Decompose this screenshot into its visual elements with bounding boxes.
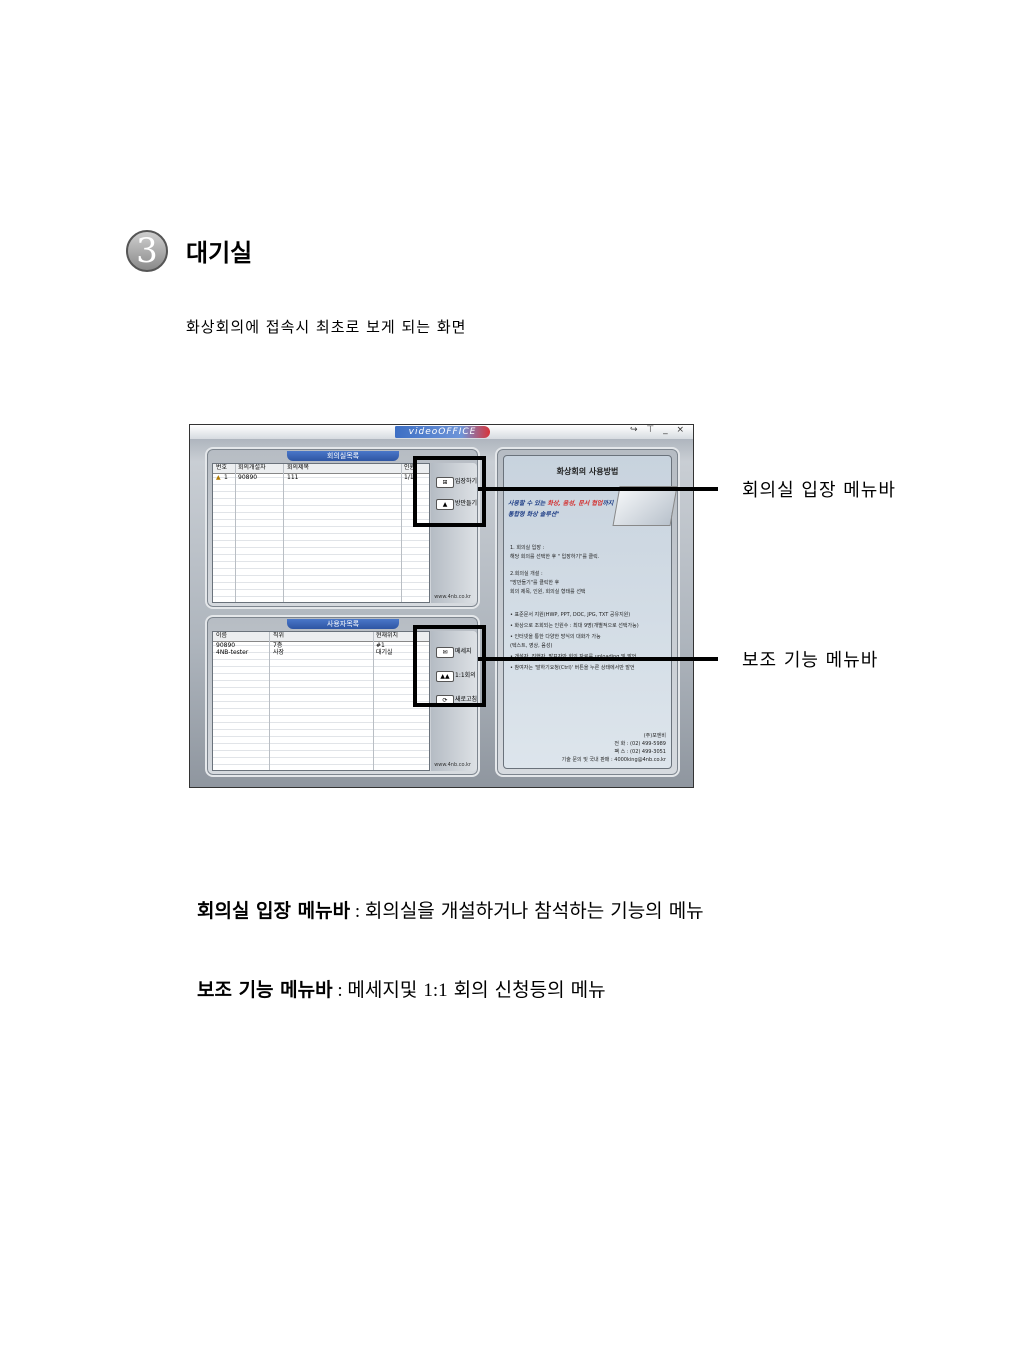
create-room-icon[interactable]: ▲ (436, 499, 454, 510)
row-number: 1 (224, 474, 228, 481)
lobby-screenshot: videoOFFICE ↪ ⊤ _ × 회의실목록 번호 회의개설자 회의제목 … (189, 424, 694, 788)
contact-email: 기술 문의 및 국내 판매 : 4000king@4nb.co.kr (561, 757, 666, 763)
help-line: "방만들기"를 클릭한 후 (510, 580, 560, 586)
row-creator: 90890 (238, 474, 258, 481)
message-icon[interactable]: ✉ (436, 647, 454, 658)
slogan-highlight: 화상, 음성, 문서 협업 (547, 500, 603, 507)
help-line: 2.회의실 개설 : (510, 571, 543, 577)
col-creator[interactable]: 회의개설자 (238, 464, 266, 471)
help-panel: 화상회의 사용방법 사용할 수 있는 화상, 음성, 문서 협업까지 통합형 화… (495, 447, 680, 777)
entry-callout-line (478, 487, 718, 491)
row-location: 대기실 (376, 649, 393, 656)
one-on-one-button[interactable]: 1:1회의 (455, 672, 476, 679)
row-name: 4NB-tester (216, 649, 249, 656)
slogan-part: 사용할 수 있는 (508, 500, 548, 507)
room-list-table[interactable]: 번호 회의개설자 회의제목 인원 ▲ 1 90890 111 1/10 (212, 463, 430, 603)
description-text: 회의실을 개설하거나 참석하는 기능의 메뉴 (364, 900, 704, 922)
window-titlebar: videoOFFICE ↪ ⊤ _ × (190, 425, 693, 439)
entry-menubar-callout: 회의실 입장 메뉴바 (742, 480, 896, 501)
intro-text: 화상회의에 접속시 최초로 보게 되는 화면 (186, 318, 467, 336)
aux-menubar-callout: 보조 기능 메뉴바 (742, 650, 879, 671)
auxiliary-menubar: ✉ 메세지 ▲▲ 1:1회의 ⟳ 새로고침 www.4nb.co.kr (431, 631, 477, 771)
description-text: 회의 신청등의 메뉴 (447, 979, 606, 1001)
create-room-button[interactable]: 방만들기 (455, 500, 478, 507)
table-row[interactable]: ▲ 1 90890 111 1/10 (213, 474, 429, 482)
aux-callout-line (478, 657, 718, 661)
user-list-table[interactable]: 이름 직위 현재위치 90890 7층 #1 4NB-tester 사장 대기실 (212, 631, 430, 771)
room-list-title: 회의실목록 (287, 451, 399, 461)
enter-room-icon[interactable]: ⊞ (436, 477, 454, 488)
help-line: • 인터넷을 통한 다양한 방식의 대화가 가능 (510, 634, 601, 640)
room-list-panel: 회의실목록 번호 회의개설자 회의제목 인원 ▲ 1 90890 111 1/1… (205, 447, 480, 609)
help-line: (텍스트, 영상, 음성) (510, 643, 553, 649)
col-title[interactable]: 회의제목 (287, 464, 310, 471)
user-list-panel: 사용자목록 이름 직위 현재위치 90890 7층 #1 4NB-tester … (205, 615, 480, 777)
col-name[interactable]: 이름 (216, 632, 228, 639)
room-panel-url: www.4nb.co.kr (434, 594, 471, 600)
row-title: 111 (287, 474, 299, 481)
step-number-badge: 3 (126, 230, 168, 272)
slogan-part: 통합형 화상 솔루션" (508, 511, 560, 518)
table-row[interactable]: 4NB-tester 사장 대기실 (213, 649, 429, 656)
lock-icon: ▲ (216, 474, 221, 481)
help-line: • 참여자는 '말하기요청(Ctrl)' 버튼을 누른 상태에서만 발언 (510, 665, 635, 671)
description-text: 메세지및 (347, 979, 424, 1001)
refresh-button[interactable]: 새로고침 (455, 696, 478, 703)
window-controls[interactable]: ↪ ⊤ _ × (629, 425, 687, 435)
aux-menubar-description: 보조 기능 메뉴바 : 메세지및 1:1 회의 신청등의 메뉴 (197, 975, 606, 1002)
app-logo: videoOFFICE (395, 426, 490, 438)
row-location: #1 (376, 642, 385, 649)
user-list-title: 사용자목록 (287, 619, 399, 629)
contact-fax: 팩 스 : (02) 499-3051 (614, 749, 666, 755)
description-term: 회의실 입장 메뉴바 (197, 900, 351, 922)
one-on-one-icon[interactable]: ▲▲ (436, 671, 454, 682)
col-number[interactable]: 번호 (216, 464, 228, 471)
row-position: 7층 (273, 642, 283, 649)
row-count: 1/10 (404, 474, 418, 481)
help-line: 회의 제목, 인원, 회의실 형태를 선택 (510, 589, 586, 595)
row-name: 90890 (216, 642, 236, 649)
help-line: 해당 회의를 선택한 후 " 입장하기"를 클릭. (510, 554, 600, 560)
col-position[interactable]: 직위 (273, 632, 285, 639)
aux-menubar-highlight (413, 625, 486, 707)
col-location[interactable]: 현재위치 (376, 632, 399, 639)
user-list-header (213, 632, 429, 642)
enter-room-button[interactable]: 입장하기 (455, 478, 478, 485)
help-line: • 화상으로 조회되는 인원수 : 최대 9명(개별적으로 선택가능) (510, 623, 639, 629)
help-title: 화상회의 사용방법 (556, 467, 619, 476)
contact-company: (주)포엔비 (643, 733, 666, 739)
slogan-part: 까지 (602, 500, 614, 507)
message-button[interactable]: 메세지 (455, 648, 472, 655)
contact-phone: 전 화 : (02) 499-5989 (614, 741, 666, 747)
entry-menubar-description: 회의실 입장 메뉴바 : 회의실을 개설하거나 참석하는 기능의 메뉴 (197, 896, 704, 923)
entry-menubar-highlight (413, 456, 486, 527)
description-separator: : (332, 980, 348, 1001)
room-list-header (213, 464, 429, 474)
col-count[interactable]: 인원 (404, 464, 416, 471)
help-contact: (주)포엔비 전 화 : (02) 499-5989 팩 스 : (02) 49… (562, 732, 666, 764)
help-slogan: 사용할 수 있는 화상, 음성, 문서 협업까지 통합형 화상 솔루션" (508, 498, 626, 520)
room-entry-menubar: ⊞ 입장하기 ▲ 방만들기 www.4nb.co.kr (431, 463, 477, 603)
description-text: 1:1 (423, 980, 448, 1001)
table-row[interactable]: 90890 7층 #1 (213, 642, 429, 649)
description-separator: : (350, 901, 365, 922)
help-line: • 표준문서 지원(HWP, PPT, DOC, JPG, TXT 공유지원) (510, 612, 631, 618)
help-line: 1. 회의실 입장 : (510, 545, 545, 551)
row-position: 사장 (273, 649, 285, 656)
help-content: 화상회의 사용방법 사용할 수 있는 화상, 음성, 문서 협업까지 통합형 화… (503, 455, 678, 769)
user-panel-url: www.4nb.co.kr (434, 762, 471, 768)
description-term: 보조 기능 메뉴바 (197, 979, 333, 1001)
section-title: 대기실 (186, 239, 253, 267)
